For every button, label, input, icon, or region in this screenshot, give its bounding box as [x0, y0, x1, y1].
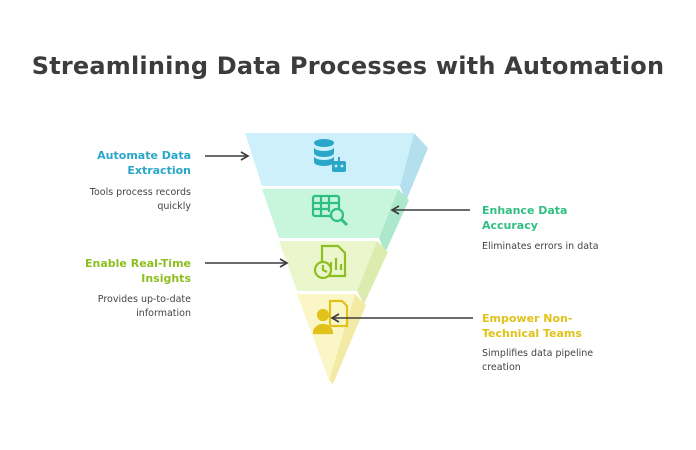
stage-4-heading: Empower Non- Technical Teams — [482, 311, 582, 341]
stage-2-heading-line2: Accuracy — [482, 219, 538, 232]
stage-3-description-line2: information — [136, 308, 191, 319]
stage-3-heading-line2: Insights — [141, 272, 191, 285]
database-robot-icon — [314, 139, 346, 172]
funnel-level-4 — [297, 294, 366, 384]
stage-4-heading-line2: Technical Teams — [482, 327, 582, 340]
stage-3-heading-line1: Enable Real-Time — [85, 257, 191, 270]
stage-3-description-line1: Provides up-to-date — [97, 294, 191, 305]
stage-2-heading-line1: Enhance Data — [482, 204, 568, 217]
stage-1-heading: Automate Data Extraction — [97, 148, 191, 178]
stage-3-heading: Enable Real-Time Insights — [85, 256, 191, 286]
page-title: Streamlining Data Processes with Automat… — [31, 52, 665, 80]
stage-2-description: Eliminates errors in data — [482, 240, 599, 254]
stage-1-description-line1: Tools process records — [89, 187, 191, 198]
stage-4-heading-line1: Empower Non- — [482, 312, 573, 325]
user-document-icon — [312, 299, 349, 335]
stage-1-description-line2: quickly — [157, 201, 191, 212]
stage-2-description-line1: Eliminates errors in data — [482, 241, 599, 252]
stage-1-description: Tools process records quickly — [90, 186, 191, 214]
table-search-icon — [311, 194, 349, 227]
stage-4-description: Simplifies data pipeline creation — [482, 347, 593, 375]
funnel-level-2 — [262, 189, 409, 253]
stage-3-description: Provides up-to-date information — [98, 293, 191, 321]
stage-1-heading-line1: Automate Data — [97, 149, 191, 162]
stage-1-heading-line2: Extraction — [127, 164, 191, 177]
stage-4-description-line2: creation — [482, 362, 521, 373]
stage-2-heading: Enhance Data Accuracy — [482, 203, 567, 233]
stage-4-description-line1: Simplifies data pipeline — [482, 348, 594, 359]
clock-chart-icon — [313, 244, 347, 280]
